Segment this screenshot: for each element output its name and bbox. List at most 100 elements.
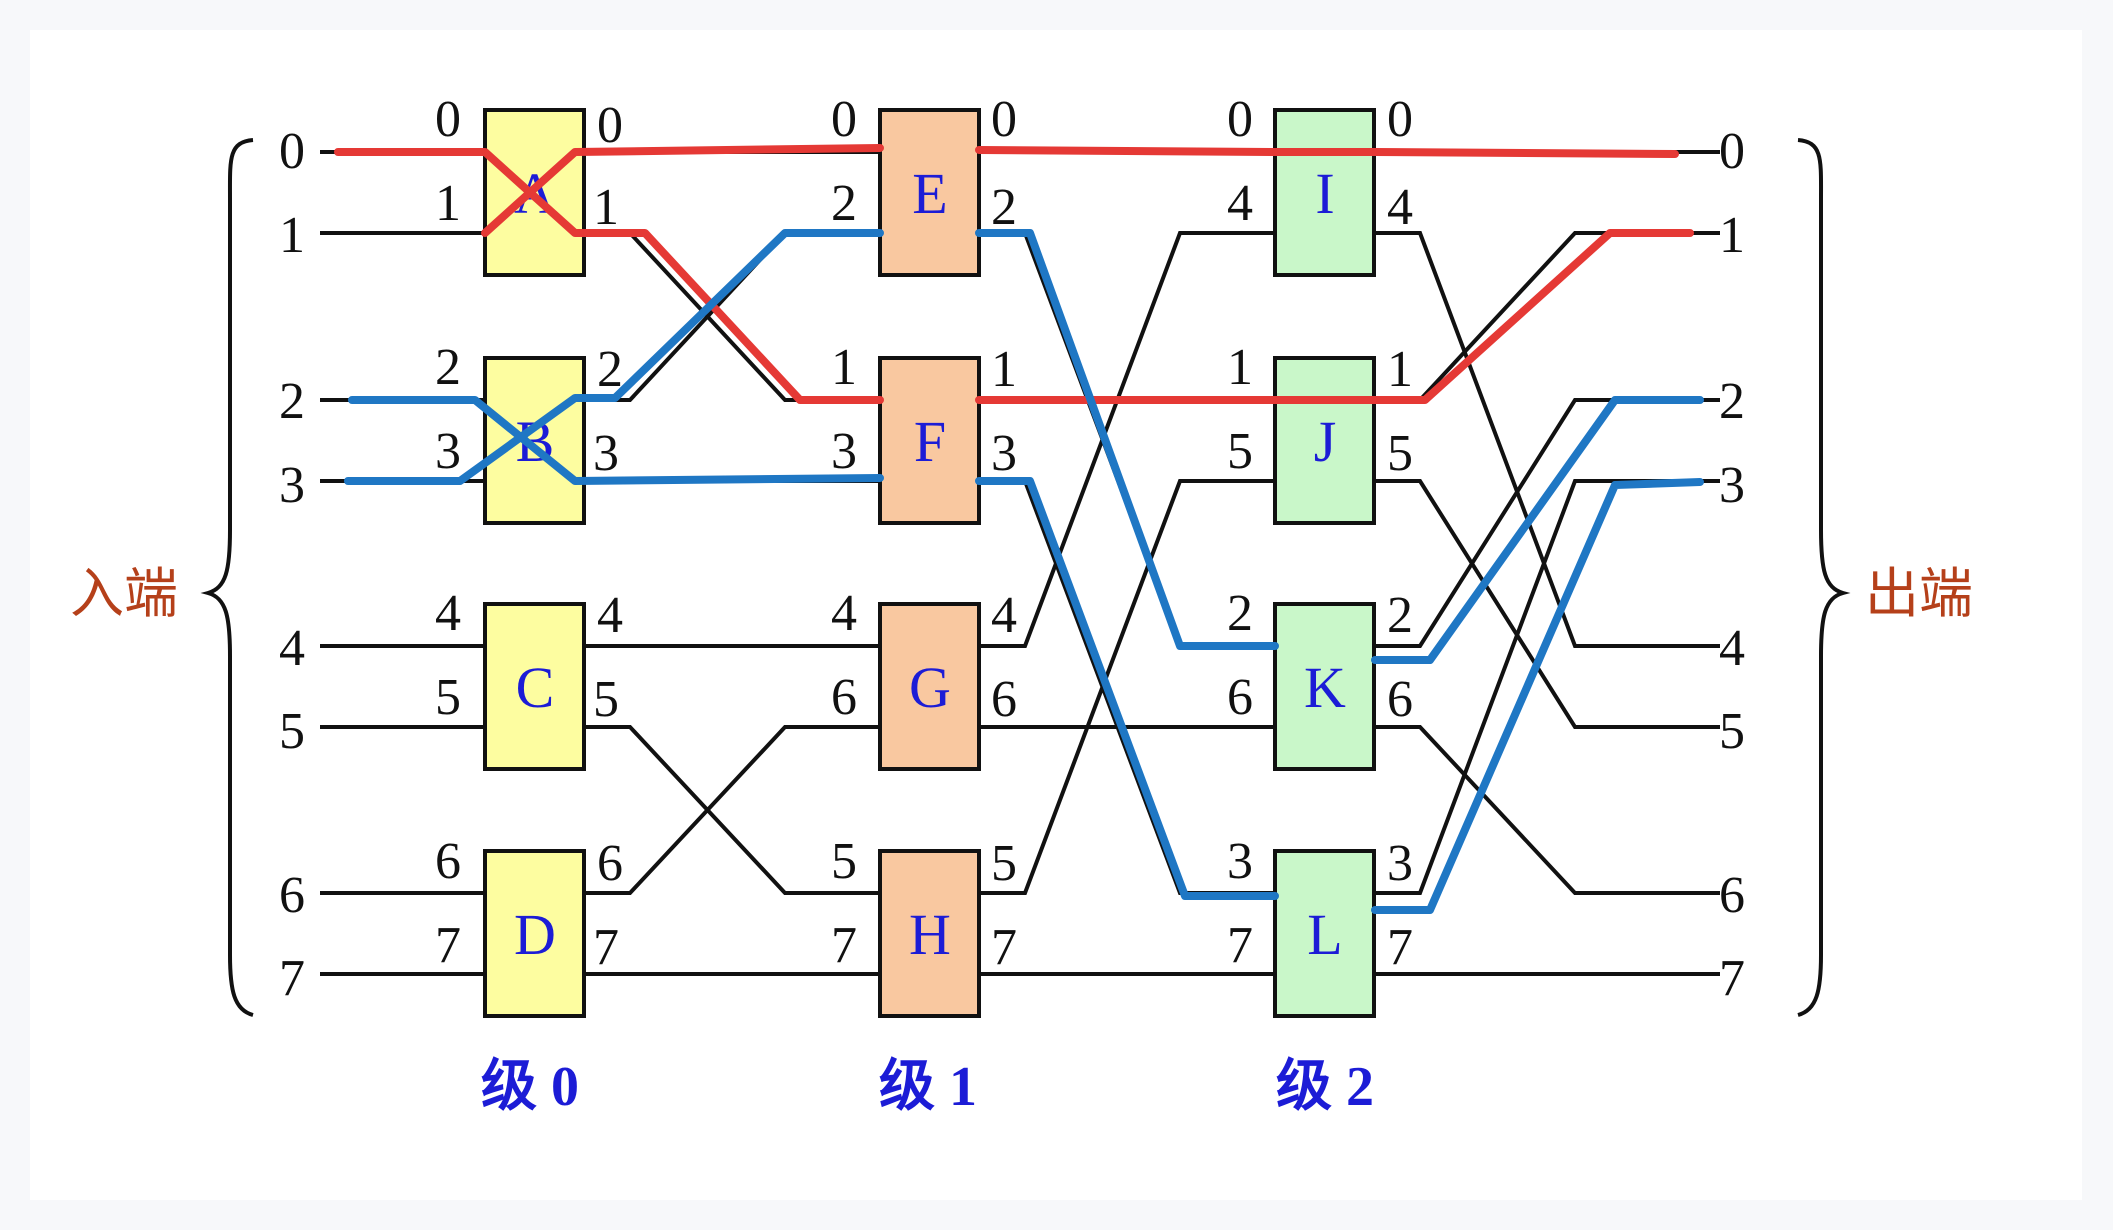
switch-box-J xyxy=(1273,356,1376,525)
port-label: 1 xyxy=(435,175,461,232)
port-label: 3 xyxy=(435,423,461,480)
switch-box-B xyxy=(483,356,586,525)
switch-letters: A B C D E F G H I J K L xyxy=(514,161,1346,967)
input-port-3: 3 xyxy=(279,457,305,514)
port-label: 2 xyxy=(991,179,1017,236)
input-port-5: 5 xyxy=(279,703,305,760)
port-label: 6 xyxy=(435,833,461,890)
port-label: 0 xyxy=(1227,91,1253,148)
input-port-7: 7 xyxy=(279,950,305,1007)
output-port-3: 3 xyxy=(1719,457,1745,514)
red-path-2 xyxy=(975,146,1679,158)
blue-path-1 xyxy=(344,229,884,485)
port-label: 0 xyxy=(991,91,1017,148)
switch-label-C: C xyxy=(516,655,555,720)
stage-labels: 级 0 级 1 级 2 xyxy=(481,1056,1374,1118)
switch-label-F: F xyxy=(914,409,946,474)
port-label: 5 xyxy=(991,835,1017,892)
port-label: 0 xyxy=(1387,91,1413,148)
diagram-canvas: A B C D E F G H I J K L xyxy=(30,30,2082,1200)
switch-label-H: H xyxy=(909,902,951,967)
port-label: 5 xyxy=(1387,425,1413,482)
output-port-numbers: 0 1 2 3 4 5 6 7 xyxy=(1719,123,1745,1007)
red-path-0 xyxy=(334,148,884,404)
red-path-1 xyxy=(481,144,884,237)
input-side-label: 入端 xyxy=(70,562,178,625)
input-port-0: 0 xyxy=(279,123,305,180)
port-label: 6 xyxy=(1387,671,1413,728)
port-label: 3 xyxy=(1387,835,1413,892)
port-label: 7 xyxy=(435,917,461,974)
port-label: 1 xyxy=(991,341,1017,398)
port-label: 1 xyxy=(1227,339,1253,396)
switch-label-J: J xyxy=(1314,409,1337,474)
switch-box-E xyxy=(878,108,981,277)
port-label: 4 xyxy=(991,587,1017,644)
port-label: 2 xyxy=(435,339,461,396)
wire-out-1 xyxy=(1375,231,1720,402)
stage-label-2: 级 2 xyxy=(1276,1056,1374,1118)
input-brace xyxy=(200,138,254,1017)
port-label: 6 xyxy=(831,669,857,726)
wire-s1-s2-5 xyxy=(979,479,1275,895)
port-label: 7 xyxy=(991,919,1017,976)
port-label: 5 xyxy=(1227,423,1253,480)
port-label: 4 xyxy=(597,587,623,644)
port-label: 0 xyxy=(435,91,461,148)
switch-box-H xyxy=(878,849,981,1018)
port-label: 3 xyxy=(1227,833,1253,890)
red-path-3 xyxy=(975,229,1694,404)
switch-label-D: D xyxy=(514,902,556,967)
port-label: 2 xyxy=(1227,585,1253,642)
port-label: 7 xyxy=(593,919,619,976)
input-port-2: 2 xyxy=(279,373,305,430)
stage2-port-labels: 0 4 0 4 1 5 1 5 2 6 2 6 3 7 3 7 xyxy=(1227,91,1413,976)
port-label: 2 xyxy=(831,175,857,232)
output-brace xyxy=(1797,138,1851,1017)
port-label: 5 xyxy=(831,833,857,890)
switch-box-C xyxy=(483,602,586,771)
output-port-4: 4 xyxy=(1719,620,1745,677)
port-label: 4 xyxy=(1227,175,1253,232)
input-port-6: 6 xyxy=(279,867,305,924)
port-label: 5 xyxy=(435,669,461,726)
input-port-numbers: 0 1 2 3 4 5 6 7 xyxy=(279,123,305,1007)
switch-boxes xyxy=(483,108,1376,1018)
blue-path-2 xyxy=(975,229,1279,650)
switch-box-I xyxy=(1273,108,1376,277)
output-port-1: 1 xyxy=(1719,207,1745,264)
port-label: 3 xyxy=(831,423,857,480)
port-label: 5 xyxy=(593,671,619,728)
switch-box-K xyxy=(1273,602,1376,771)
blue-paths xyxy=(344,229,1704,914)
port-label: 7 xyxy=(1227,917,1253,974)
blue-path-3 xyxy=(975,477,1279,900)
output-port-7: 7 xyxy=(1719,950,1745,1007)
switch-box-D xyxy=(483,849,586,1018)
input-port-4: 4 xyxy=(279,620,305,677)
port-label: 4 xyxy=(435,585,461,642)
switch-box-L xyxy=(1273,849,1376,1018)
blue-path-5 xyxy=(1371,478,1704,914)
port-label: 7 xyxy=(1387,919,1413,976)
port-label: 6 xyxy=(991,671,1017,728)
wire-out-4 xyxy=(1375,231,1720,648)
port-label: 1 xyxy=(831,339,857,396)
stage0-port-labels: 0 1 0 1 2 3 2 3 4 5 4 5 6 7 6 7 xyxy=(435,91,623,976)
port-label: 6 xyxy=(597,835,623,892)
wire-out-6 xyxy=(1375,725,1720,895)
wire-s0-s1-6 xyxy=(584,725,880,895)
port-label: 2 xyxy=(1387,587,1413,644)
wire-out-2 xyxy=(1375,398,1720,648)
port-label: 7 xyxy=(831,917,857,974)
stage-label-1: 级 1 xyxy=(879,1056,977,1118)
blue-path-4 xyxy=(1371,396,1704,664)
switch-label-K: K xyxy=(1304,655,1346,720)
red-paths xyxy=(334,144,1694,404)
port-label: 2 xyxy=(597,341,623,398)
port-label: 4 xyxy=(1387,179,1413,236)
output-port-2: 2 xyxy=(1719,373,1745,430)
input-port-1: 1 xyxy=(279,207,305,264)
switch-label-L: L xyxy=(1307,902,1342,967)
output-port-0: 0 xyxy=(1719,123,1745,180)
